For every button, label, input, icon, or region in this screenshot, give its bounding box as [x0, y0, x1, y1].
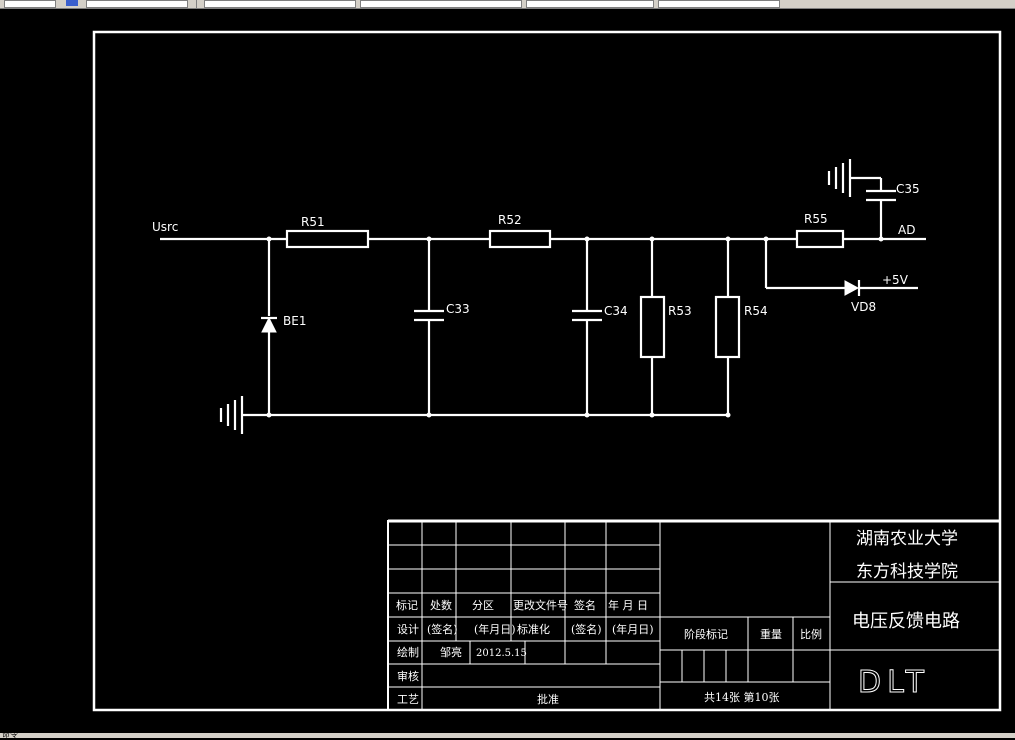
tb-drawing-title: 电压反馈电路 — [852, 611, 960, 632]
label-5v: +5V — [882, 273, 909, 287]
tb-standard-sign: (签名) — [571, 622, 602, 636]
label-c34: C34 — [604, 304, 628, 318]
diode-vd8-icon — [844, 280, 861, 296]
tb-header-mark: 标记 — [396, 598, 418, 612]
tb-weight: 重量 — [760, 627, 782, 641]
layer-combo[interactable] — [86, 0, 188, 8]
layer-icon[interactable] — [66, 0, 78, 6]
tb-drawn: 绘制 — [397, 645, 419, 659]
resistor-r52 — [488, 229, 552, 249]
tb-header-sign: 签名 — [574, 598, 596, 612]
label-vd8: VD8 — [851, 300, 876, 314]
label-r52: R52 — [498, 213, 522, 227]
tb-sheet-info: 共14张 第10张 — [704, 690, 780, 704]
toolbar-combo[interactable] — [4, 0, 56, 8]
resistor-r55 — [795, 229, 845, 249]
command-prompt: 命令 — [2, 730, 18, 739]
tb-review: 审核 — [397, 669, 419, 683]
ground-icon — [219, 396, 244, 434]
plotstyle-combo[interactable] — [658, 0, 780, 8]
diode-be1-icon — [261, 316, 277, 333]
tb-header-zone: 分区 — [472, 599, 494, 612]
tb-school-line2: 东方科技学院 — [856, 562, 958, 582]
linetype-combo[interactable] — [360, 0, 522, 8]
label-be1: BE1 — [283, 314, 306, 328]
tb-stage-mark: 阶段标记 — [684, 627, 728, 641]
junction-dots — [266, 236, 884, 418]
tb-design: 设计 — [397, 623, 419, 636]
label-ad: AD — [898, 223, 915, 237]
tb-drawn-date: 2012.5.15 — [476, 648, 527, 659]
resistor-r53 — [639, 295, 666, 359]
label-r53: R53 — [668, 304, 692, 318]
label-usrc: Usrc — [152, 220, 178, 234]
tb-drawing-code: DLT — [858, 665, 930, 700]
resistor-r51 — [285, 229, 370, 249]
tb-drawn-name: 邹亮 — [440, 645, 462, 659]
tb-process: 工艺 — [397, 693, 419, 706]
tb-scale: 比例 — [800, 627, 822, 641]
tb-header-count: 处数 — [430, 599, 452, 612]
color-combo[interactable] — [204, 0, 356, 8]
tb-school-line1: 湖南农业大学 — [856, 529, 958, 549]
tb-standard-date: (年月日) — [612, 622, 654, 636]
tb-standard: 标准化 — [517, 622, 550, 636]
tb-header-date: 年 月 日 — [608, 598, 648, 612]
label-r51: R51 — [301, 215, 325, 229]
label-r55: R55 — [804, 212, 828, 226]
tb-approve: 批准 — [537, 692, 559, 706]
lineweight-combo[interactable] — [526, 0, 654, 8]
ground-top-icon — [827, 159, 852, 197]
tb-header-change-doc: 更改文件号 — [513, 598, 568, 612]
label-r54: R54 — [744, 304, 768, 318]
label-c33: C33 — [446, 302, 470, 316]
command-line[interactable]: 命令 — [0, 730, 1015, 739]
label-c35: C35 — [896, 182, 920, 196]
schematic: Usrc R51 R52 R53 R54 R55 C33 C34 C35 BE1… — [152, 159, 926, 434]
resistor-r54 — [714, 295, 741, 359]
tb-design-sign: (签名) — [427, 622, 458, 636]
title-block: 标记 处数 分区 更改文件号 签名 年 月 日 设计 (签名) (年月日) 标准… — [387, 519, 1001, 711]
toolbar — [0, 0, 1015, 9]
tb-design-date: (年月日) — [474, 622, 516, 636]
